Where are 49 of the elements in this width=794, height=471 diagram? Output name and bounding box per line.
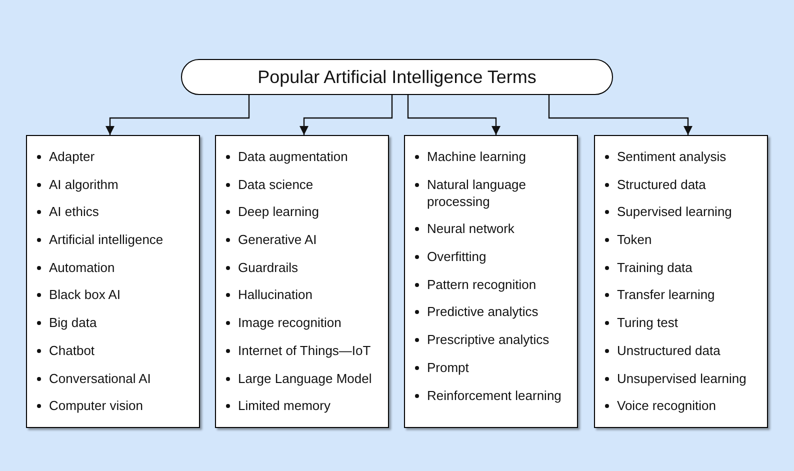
term-text: AI ethics [49,203,99,220]
term-text: Unstructured data [617,342,720,359]
term-text: AI algorithm [49,176,118,193]
term-text: Black box AI [49,286,121,304]
term-text: Natural language processing [427,176,528,210]
term-text: Neural network [427,220,514,238]
connector-arrow [548,95,692,135]
title-text: Popular Artificial Intelligence Terms [258,66,536,89]
term-text: Voice recognition [617,397,716,414]
term-text: Prescriptive analytics [427,331,550,348]
term-text: Training data [617,258,692,276]
term-text: Supervised learning [617,203,732,220]
term-list-box [215,135,389,428]
term-text: Unsupervised learning [617,370,746,386]
term-list-box [26,135,200,428]
term-text: Sentiment analysis [617,148,726,165]
term-text: Big data [49,314,97,332]
term-text: Automation [49,258,115,276]
term-text: Data science [238,176,314,193]
term-text: Computer vision [49,397,143,414]
term-text: Large Language Model [238,370,372,386]
term-text: Data augmentation [238,148,348,165]
term-text: Generative AI [238,231,317,248]
term-text: Turing test [617,314,678,332]
term-text: Deep learning [238,203,319,220]
connector-arrow [300,95,393,135]
term-text: Guardrails [238,258,298,276]
term-list-box [404,135,578,428]
term-text: Hallucination [238,286,312,304]
connector-arrow [407,95,500,135]
term-text: Overfitting [427,248,486,266]
term-text: Transfer learning [617,286,715,304]
term-text: Artificial intelligence [49,231,164,248]
term-text: Internet of Things—IoT [238,342,371,359]
term-text: Chatbot [49,342,95,359]
connector-arrow [106,95,250,135]
term-text: Pattern recognition [427,276,536,293]
term-text: Limited memory [238,397,330,414]
term-text: Token [617,231,652,248]
term-text: Image recognition [238,314,342,332]
term-text: Predictive analytics [427,303,538,320]
term-text: Conversational AI [49,370,151,386]
term-text: Adapter [49,148,95,165]
term-list-box [594,135,768,428]
term-text: Machine learning [427,148,526,165]
title-box [181,59,613,95]
term-text: Structured data [617,176,706,193]
term-text: Reinforcement learning [427,386,562,404]
term-text: Prompt [427,358,469,376]
